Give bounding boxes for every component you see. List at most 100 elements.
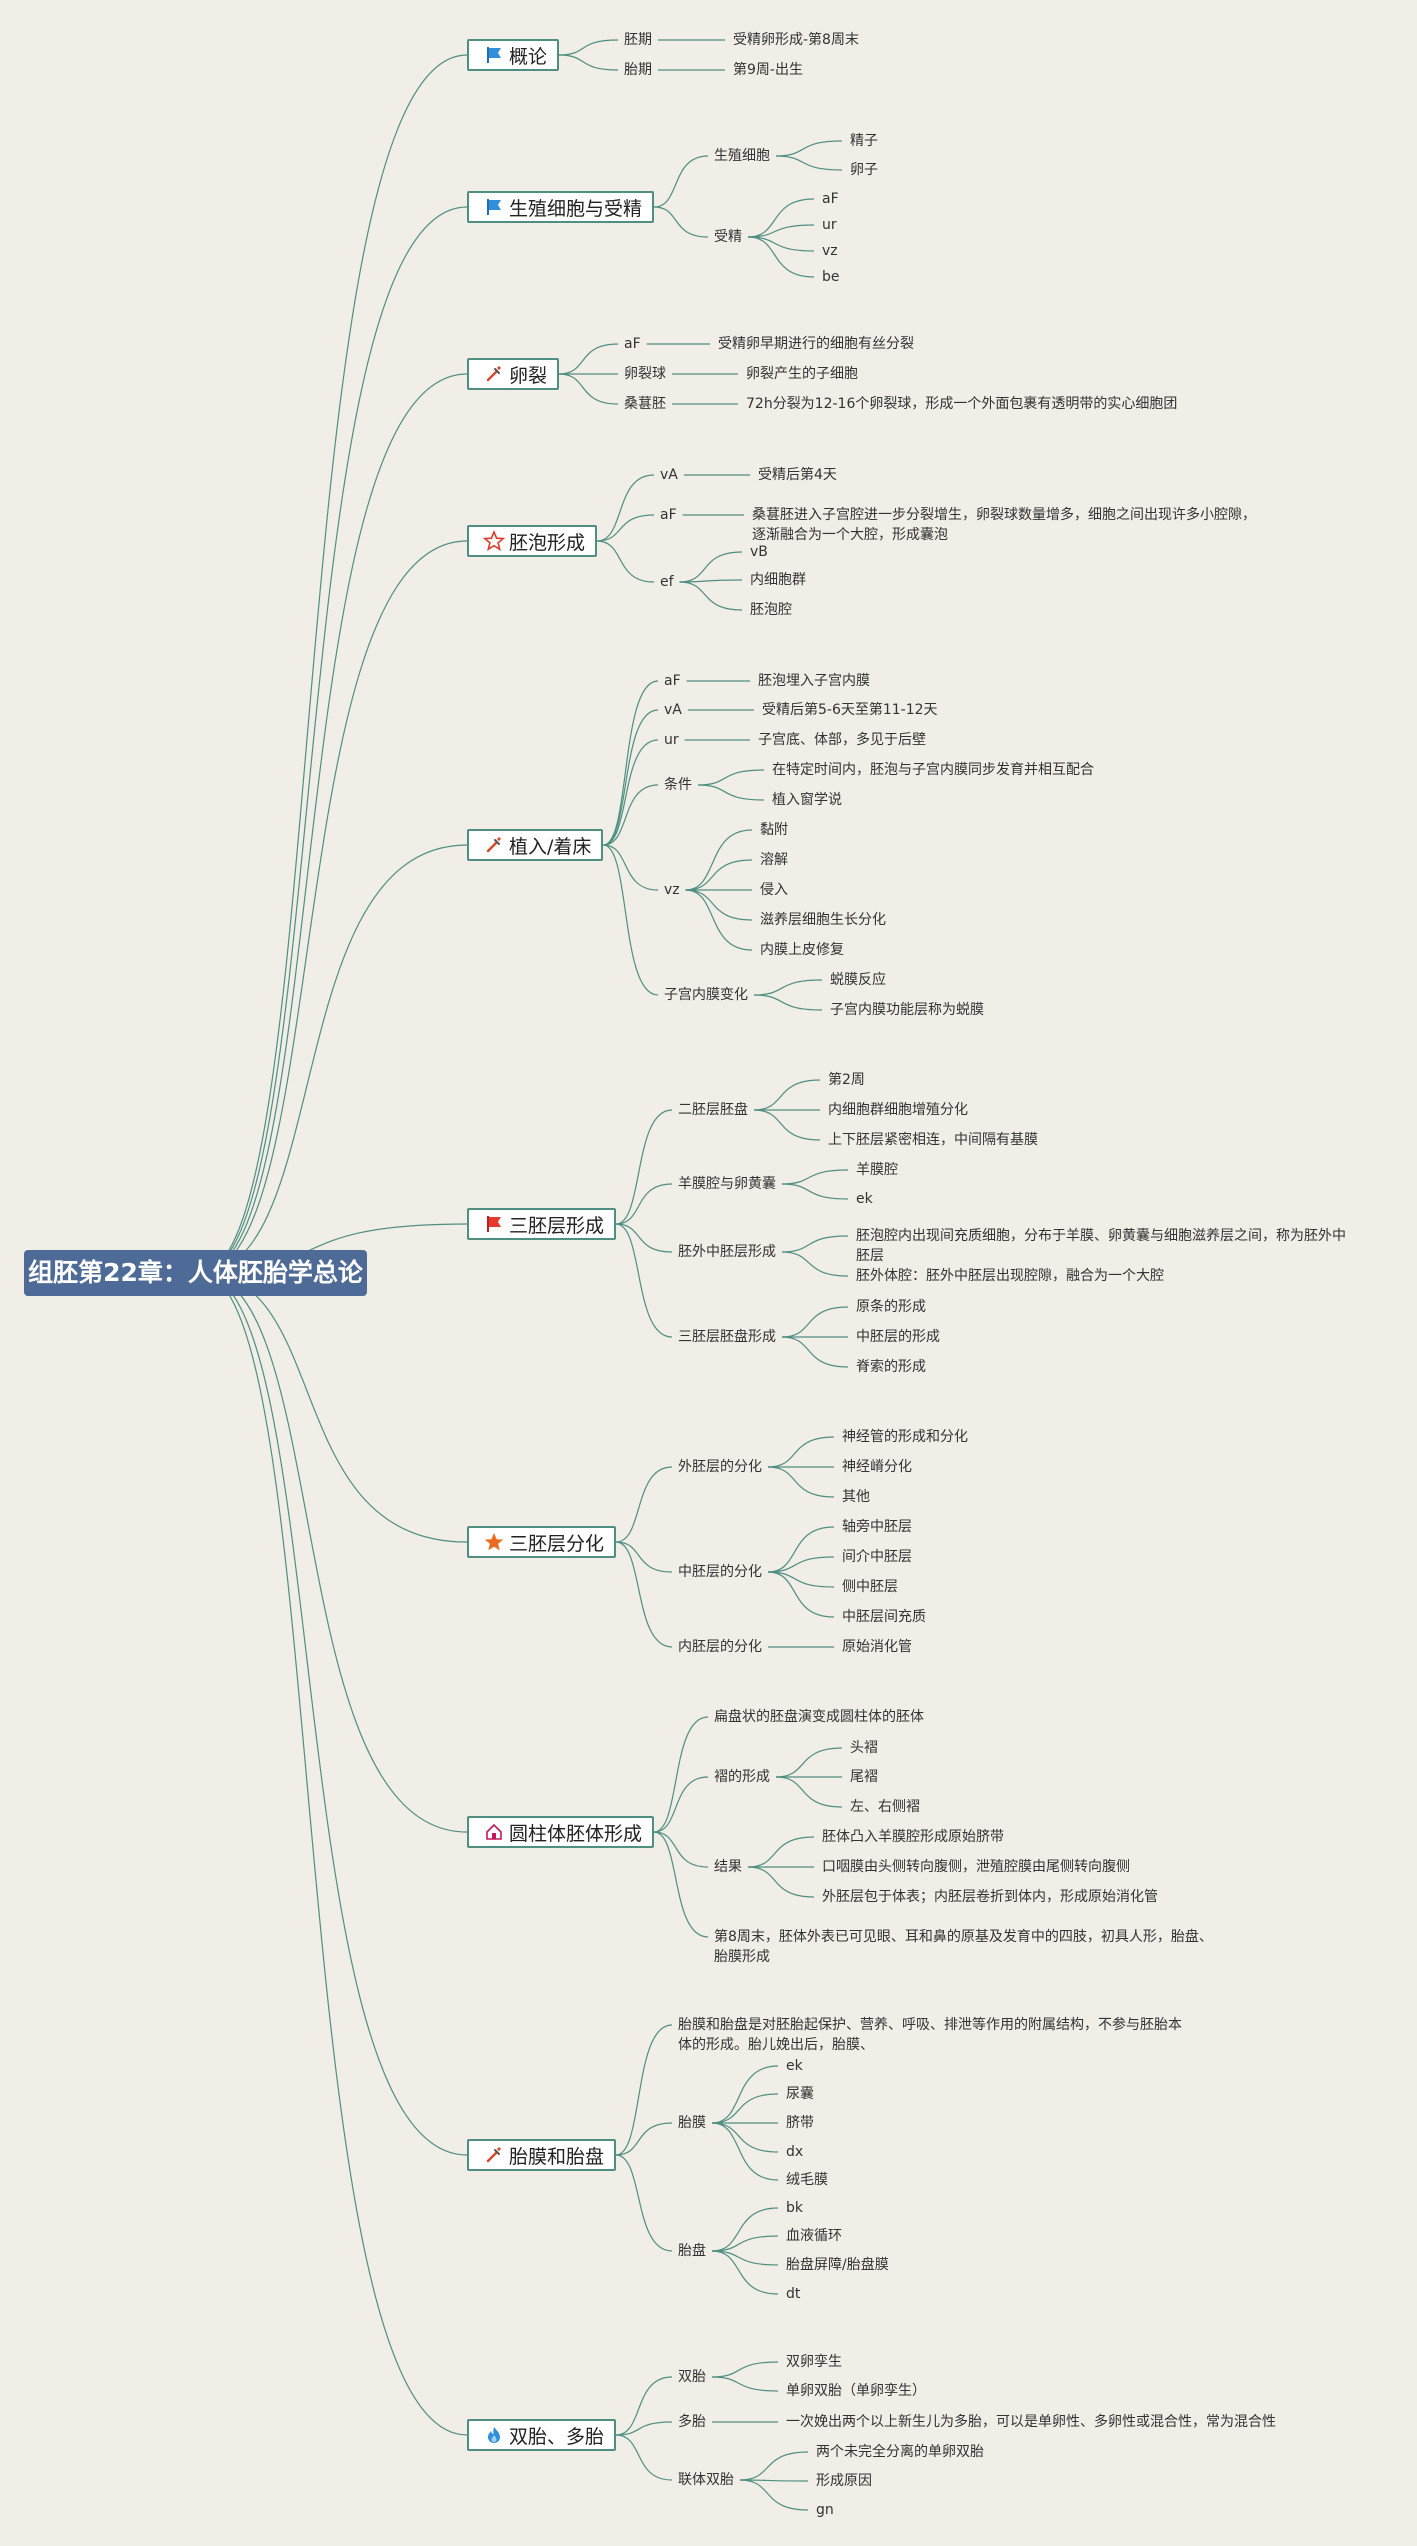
leaf-label: 血液循环	[786, 2228, 842, 2244]
leaf-label: 内细胞群	[750, 572, 806, 588]
leaf-label: 受精后第5-6天至第11-12天	[762, 702, 938, 718]
sub-branch-line	[616, 2434, 673, 2481]
topic-label: 双胎、多胎	[509, 2425, 605, 2448]
leaf-label: 内膜上皮修复	[760, 942, 844, 958]
root-branch-line	[199, 1272, 468, 1543]
leaf-label: 内细胞群细胞增殖分化	[828, 1102, 968, 1118]
subtopic-label: 褶的形成	[714, 1769, 770, 1785]
leaf-label: vB	[750, 544, 768, 560]
root-topic[interactable]: 组胚第22章：人体胚胎学总论	[24, 1250, 367, 1296]
leaf-line	[775, 1776, 843, 1808]
leaf-label: 形成原因	[816, 2473, 872, 2489]
topic-7[interactable]: 三胚层分化	[467, 1526, 617, 1558]
topic-6[interactable]: 三胚层形成	[467, 1208, 617, 1240]
sub-branch-line	[596, 474, 655, 542]
subtopic-label: 第8周末，胚体外表已可见眼、耳和鼻的原基及发育中的四肢，初具人形，胎盘、胎膜形成	[714, 1929, 1213, 1965]
leaf-label: 轴旁中胚层	[842, 1519, 912, 1535]
subtopic-label: vA	[660, 467, 678, 483]
topic-9[interactable]: 胎膜和胎盘	[467, 2139, 617, 2171]
subtopic-label: 条件	[664, 777, 692, 793]
leaf-label: 精子	[850, 133, 878, 149]
topic-3[interactable]: 卵裂	[467, 358, 560, 390]
leaf-label: 单卵双胎（单卵孪生）	[786, 2383, 926, 2399]
leaf-label: 原条的形成	[856, 1299, 926, 1315]
topic-10[interactable]: 双胎、多胎	[467, 2419, 617, 2451]
leaf-label: 卵裂产生的子细胞	[746, 366, 858, 382]
leaf-line	[767, 1466, 835, 1498]
leaf-label: 神经嵴分化	[842, 1459, 912, 1475]
leaf-line	[711, 2361, 779, 2378]
leaf-label: 口咽膜由头侧转向腹侧，泄殖腔膜由尾侧转向腹侧	[822, 1859, 1130, 1875]
leaf-label: 尾褶	[850, 1769, 878, 1785]
leaf-label: 受精卵形成-第8周末	[733, 32, 859, 48]
leaf-label: be	[822, 269, 840, 285]
leaf-label: 外胚层包于体表；内胚层卷折到体内，形成原始消化管	[822, 1889, 1158, 1905]
topic-2[interactable]: 生殖细胞与受精	[467, 191, 655, 223]
leaf-line	[747, 224, 815, 238]
leaf-line	[781, 1306, 849, 1338]
subtopic-label: 桑葚胚	[624, 396, 666, 412]
leaf-label: ek	[786, 2058, 803, 2074]
leaf-label: ur	[822, 217, 837, 233]
leaf-label: 胚外体腔：胚外中胚层出现腔隙，融合为一个大腔	[856, 1268, 1164, 1284]
sub-branch-line	[603, 680, 659, 846]
subtopic-label: 多胎	[678, 2414, 706, 2430]
topic-1[interactable]: 概论	[467, 39, 560, 71]
subtopic-label: 胎期	[624, 62, 652, 78]
sub-branch-line	[615, 2154, 673, 2252]
subtopic-label: 胎膜	[678, 2115, 706, 2131]
sub-branch-line	[615, 1466, 673, 1543]
sub-branch-line	[603, 739, 659, 846]
topic-label: 圆柱体胚体形成	[509, 1822, 643, 1845]
sub-branch-line	[616, 1541, 673, 1573]
leaf-line	[697, 784, 765, 801]
leaf-line	[747, 236, 815, 252]
subtopic-label: 中胚层的分化	[678, 1564, 762, 1580]
subtopic-label: 联体双胎	[678, 2472, 734, 2488]
leaf-label: 侵入	[760, 882, 788, 898]
sub-branch-line	[615, 1223, 673, 1338]
leaf-line	[747, 198, 815, 238]
leaf-label: 蜕膜反应	[830, 972, 886, 988]
leaf-label: bk	[786, 2200, 803, 2216]
topic-5[interactable]: 植入/着床	[467, 829, 604, 861]
sub-branch-line	[597, 514, 655, 542]
sub-branch-line	[653, 155, 709, 208]
subtopic-label: ef	[660, 574, 674, 590]
subtopic-label: 双胎	[678, 2369, 706, 2385]
sub-branch-line	[615, 2376, 673, 2436]
leaf-label: 卵子	[850, 162, 878, 178]
leaf-label: dt	[786, 2286, 801, 2302]
topic-8[interactable]: 圆柱体胚体形成	[467, 1816, 655, 1848]
subtopic-label: 子宫内膜变化	[664, 987, 748, 1003]
sub-branch-line	[616, 2421, 673, 2436]
leaf-label: 羊膜腔	[856, 1162, 898, 1178]
leaf-label: 黏附	[760, 822, 788, 838]
leaf-line	[781, 1251, 849, 1277]
leaf-line	[711, 2122, 779, 2153]
tools-icon	[483, 2144, 505, 2166]
leaf-line	[685, 859, 753, 891]
leaf-label: 原始消化管	[842, 1639, 912, 1655]
leaf-line	[711, 2122, 779, 2181]
subtopic-label: aF	[664, 673, 681, 689]
topic-4[interactable]: 胚泡形成	[467, 525, 598, 557]
fire-icon	[483, 2424, 505, 2446]
leaf-line	[679, 579, 743, 583]
subtopic-label: 受精	[714, 229, 742, 245]
sub-branch-line	[559, 373, 619, 405]
leaf-label: 间介中胚层	[842, 1549, 912, 1565]
leaf-line	[767, 1571, 835, 1618]
root-branch-line	[199, 540, 468, 1274]
subtopic-label: vA	[664, 702, 682, 718]
sub-branch-line	[653, 1831, 709, 1938]
sub-branch-line	[559, 343, 619, 375]
leaf-label: 溶解	[760, 852, 788, 868]
root-branch-line	[199, 1272, 468, 1833]
leaf-line	[739, 2479, 809, 2482]
subtopic-label: 胎膜和胎盘是对胚胎起保护、营养、呼吸、排泄等作用的附属结构，不参与胚胎本体的形成…	[678, 2017, 1182, 2053]
leaf-line	[747, 1836, 815, 1868]
leaf-label: 桑葚胚进入子宫腔进一步分裂增生，卵裂球数量增多，细胞之间出现许多小腔隙，逐渐融合…	[752, 507, 1256, 543]
leaf-line	[767, 1436, 835, 1468]
